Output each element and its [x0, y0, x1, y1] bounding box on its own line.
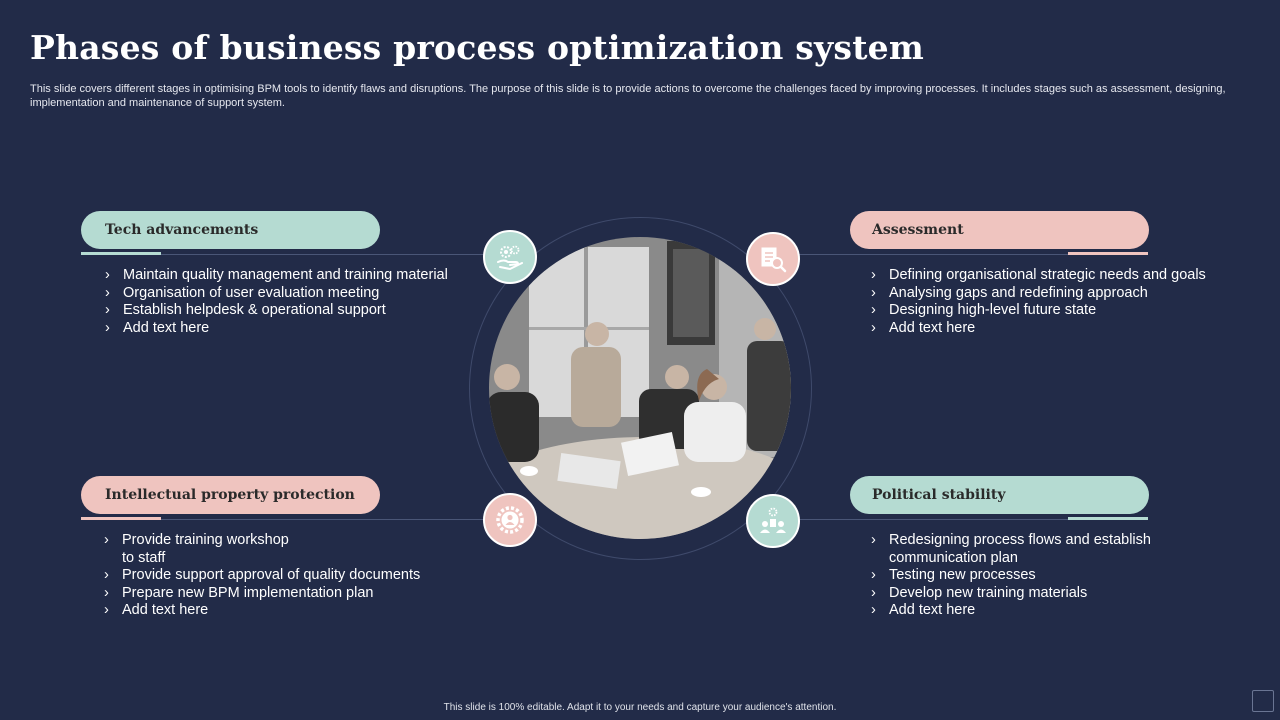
- list-item: Redesigning process flows and establish …: [871, 532, 1171, 567]
- list-item: Organisation of user evaluation meeting: [105, 285, 475, 303]
- list-item: Provide support approval of quality docu…: [104, 567, 462, 585]
- intellectual-property-list: Provide training workshop to staff Provi…: [104, 532, 420, 620]
- assessment-list: Defining organisational strategic needs …: [871, 267, 1241, 337]
- pill-underline: [81, 252, 161, 255]
- phase-pill-political-stability: Political stability: [850, 476, 1149, 514]
- tech-advancements-list: Maintain quality management and training…: [105, 267, 475, 337]
- list-item: Testing new processes: [871, 567, 1171, 585]
- page-title: Phases of business process optimization …: [30, 28, 924, 67]
- page-subtitle: This slide covers different stages in op…: [30, 83, 1226, 109]
- list-item: Add text here: [104, 602, 304, 620]
- center-ring: [469, 217, 812, 560]
- list-item: Prepare new BPM implementation plan: [104, 585, 462, 603]
- meeting-photo: [489, 237, 791, 539]
- meeting-photo-illustration: [489, 237, 791, 539]
- pill-underline: [1068, 517, 1148, 520]
- list-item: Designing high-level future state: [871, 302, 1241, 320]
- phase-pill-assessment: Assessment: [850, 211, 1149, 249]
- footer-note: This slide is 100% editable. Adapt it to…: [443, 702, 837, 713]
- connector-line-bottom-left: [81, 519, 486, 520]
- phase-pill-intellectual-property: Intellectual property protection: [81, 476, 380, 514]
- phase-title-intellectual-property: Intellectual property protection: [105, 487, 355, 503]
- list-item: Defining organisational strategic needs …: [871, 267, 1241, 285]
- list-item: Add text here: [871, 320, 1241, 338]
- list-item: Add text here: [871, 602, 1171, 620]
- team-settings-icon: [746, 494, 800, 548]
- gear-person-icon: [483, 493, 537, 547]
- list-item: Add text here: [105, 320, 475, 338]
- connector-line-top-right: [798, 254, 1148, 255]
- political-stability-list: Redesigning process flows and establish …: [871, 532, 1171, 620]
- pill-underline: [1068, 252, 1148, 255]
- list-item: Provide training workshop to staff: [104, 532, 304, 567]
- list-item: Maintain quality management and training…: [105, 267, 475, 285]
- document-search-icon: [746, 232, 800, 286]
- connector-line-top-left: [81, 254, 486, 255]
- list-item: Establish helpdesk & operational support: [105, 302, 475, 320]
- phase-pill-tech-advancements: Tech advancements: [81, 211, 380, 249]
- pill-underline: [81, 517, 161, 520]
- list-item: Develop new training materials: [871, 585, 1171, 603]
- phase-title-assessment: Assessment: [872, 222, 964, 238]
- phase-title-tech-advancements: Tech advancements: [105, 222, 259, 238]
- connector-line-bottom-right: [798, 519, 1148, 520]
- gear-hand-icon: [483, 230, 537, 284]
- phase-title-political-stability: Political stability: [872, 487, 1006, 503]
- corner-frame-icon: [1252, 690, 1274, 712]
- list-item: Analysing gaps and redefining approach: [871, 285, 1241, 303]
